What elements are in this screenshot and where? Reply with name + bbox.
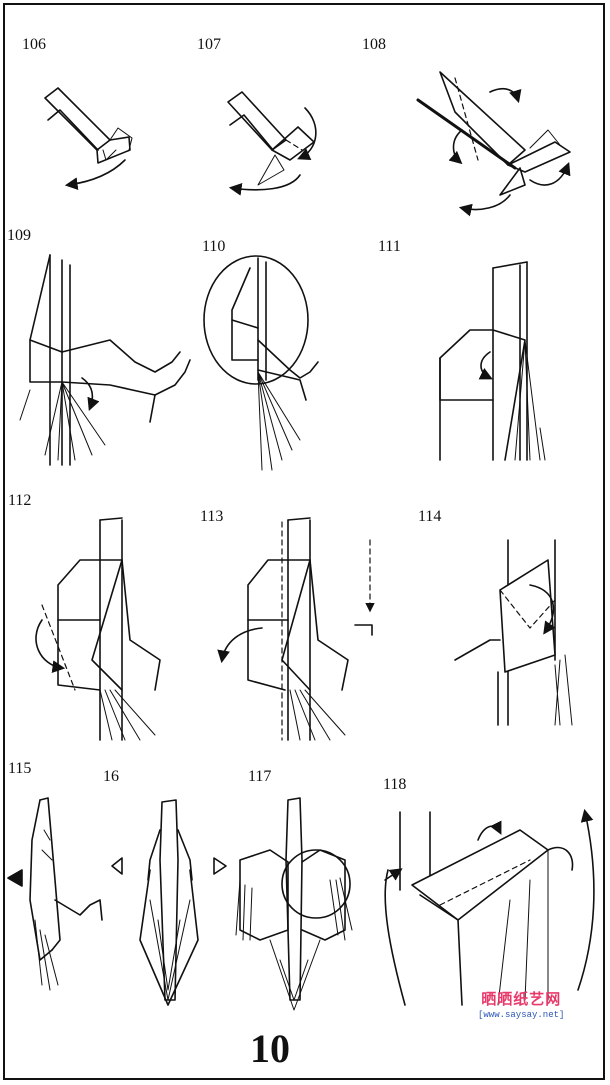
diagram-step-106: [44, 87, 133, 191]
diagram-step-110: [203, 255, 319, 471]
watermark-site-name: 晒晒纸艺网: [481, 991, 562, 1008]
diagram-step-115: [7, 797, 103, 991]
diagram-step-111: [439, 261, 546, 461]
diagram-step-109: [19, 254, 191, 466]
step-number-117: 117: [248, 768, 272, 785]
step-number-107: 107: [197, 36, 221, 53]
diagram-step-117: [235, 797, 353, 1011]
diagram-step-116: [111, 799, 227, 1006]
step-number-111: 111: [378, 238, 401, 255]
diagram-step-112: [35, 517, 161, 741]
page-number: 10: [250, 1026, 290, 1071]
diagram-step-107: [227, 91, 317, 196]
step-number-110: 110: [202, 238, 226, 255]
step-number-112: 112: [8, 492, 32, 509]
page-frame: [3, 3, 605, 1080]
step-number-114: 114: [418, 508, 442, 525]
diagram-step-113: [217, 517, 375, 741]
watermark: 晒晒纸艺网 [www.saysay.net]: [478, 988, 564, 1020]
diagram-step-108: [416, 71, 571, 217]
step-number-118: 118: [383, 776, 407, 793]
diagram-step-114: [454, 539, 573, 726]
step-number-108: 108: [362, 36, 386, 53]
step-number-116: 16: [103, 768, 119, 785]
step-number-115: 115: [8, 760, 32, 777]
step-number-106: 106: [22, 36, 46, 53]
watermark-url: [www.saysay.net]: [478, 1010, 565, 1020]
diagram-step-118: [384, 808, 595, 1006]
step-number-113: 113: [200, 508, 224, 525]
step-number-109: 109: [7, 227, 31, 244]
